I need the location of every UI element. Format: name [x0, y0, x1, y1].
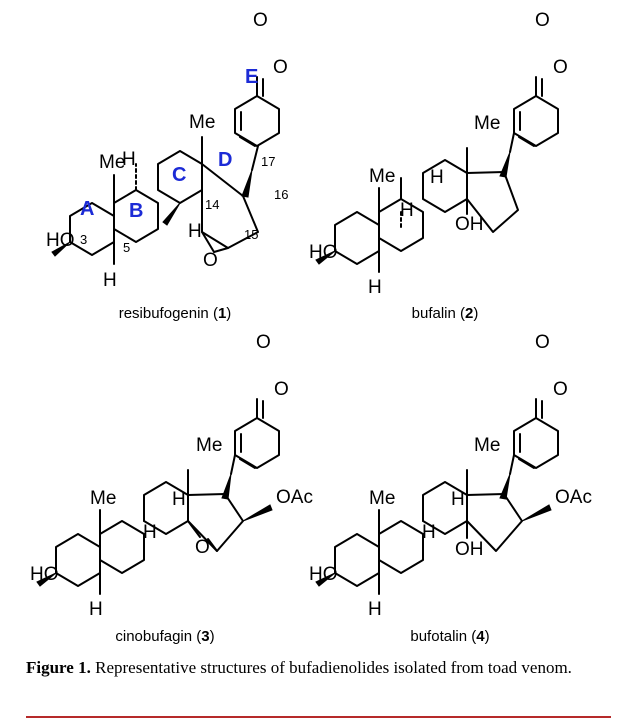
atom-label: Me [369, 166, 395, 187]
atom-label: OH [455, 214, 484, 235]
atom-label: O [253, 10, 268, 31]
atom-label: O [273, 57, 288, 78]
atom-label: H [89, 599, 103, 620]
compound-name: resibufogenin [118, 305, 209, 322]
atom-label: H [103, 270, 117, 291]
structure-bufotalin [315, 398, 559, 595]
figure-caption-text: Representative structures of bufadienoli… [95, 658, 572, 677]
ring-label: E [245, 66, 258, 88]
atom-label: O [553, 57, 568, 78]
locant-label: 14 [205, 197, 219, 212]
structure-bufalin [315, 76, 559, 273]
figure-caption: Figure 1. Representative structures of b… [26, 657, 612, 679]
atom-label: Me [474, 435, 500, 456]
caption-cinobufagin: cinobufagin (3) [115, 628, 215, 645]
atom-label: H [143, 522, 157, 543]
atom-label: O [535, 10, 550, 31]
figure-label: Figure 1. [26, 658, 91, 677]
caption-resibufogenin: resibufogenin (1) [118, 305, 232, 322]
atom-label: H [451, 489, 465, 510]
locant-label: 17 [261, 154, 275, 169]
atom-label: HO [309, 242, 338, 263]
locant-label: 3 [80, 232, 87, 247]
locant-label: 15 [244, 227, 258, 242]
locant-label: 5 [123, 240, 130, 255]
compound-name: bufalin [411, 305, 456, 322]
atom-label: Me [196, 435, 222, 456]
atom-label: HO [30, 564, 59, 585]
labels-bufalin: O O Me Me H H OH HO H [309, 10, 568, 298]
caption-bufotalin: bufotalin (4) [410, 628, 490, 645]
compound-number: 3 [201, 628, 210, 645]
atom-label: Me [474, 113, 500, 134]
atom-label: Me [90, 488, 116, 509]
caption-bufalin: bufalin (2) [411, 305, 479, 322]
atom-label: H [368, 599, 382, 620]
atom-label: H [368, 277, 382, 298]
atom-label: H [422, 522, 436, 543]
ring-label: A [80, 198, 94, 220]
atom-label: H [430, 167, 444, 188]
atom-label: O [256, 332, 271, 353]
atom-label: HO [309, 564, 338, 585]
ring-label: D [218, 149, 232, 171]
labels-resibufogenin: O O Me Me H HO H H O A B C D E 3 5 14 15… [46, 10, 288, 291]
atom-label: H [400, 200, 414, 221]
atom-label: O [274, 379, 289, 400]
atom-label: OAc [555, 487, 592, 508]
atom-label: Me [99, 152, 125, 173]
structure-resibufogenin [51, 76, 280, 265]
atom-label: Me [369, 488, 395, 509]
locant-label: 16 [274, 187, 288, 202]
labels-bufotalin: O O Me Me H H OAc OH HO H [309, 332, 592, 620]
atom-label: O [195, 537, 210, 558]
atom-label: OH [455, 539, 484, 560]
atom-label: O [535, 332, 550, 353]
ring-label: B [129, 200, 143, 222]
atom-label: H [188, 221, 202, 242]
atom-label: Me [189, 112, 215, 133]
compound-name: cinobufagin [115, 628, 193, 645]
atom-label: O [553, 379, 568, 400]
structure-cinobufagin [36, 398, 280, 595]
atom-label: H [172, 489, 186, 510]
atom-label: HO [46, 230, 75, 251]
compound-name: bufotalin [410, 628, 468, 645]
compound-number: 4 [476, 628, 485, 645]
ring-label: C [172, 164, 186, 186]
compound-number: 1 [217, 305, 227, 322]
compound-number: 2 [465, 305, 474, 322]
caption-rule [26, 716, 611, 718]
atom-label: H [122, 149, 136, 170]
atom-label: OAc [276, 487, 313, 508]
atom-label: O [203, 250, 218, 271]
labels-cinobufagin: O O Me Me H H OAc O HO H [30, 332, 313, 620]
